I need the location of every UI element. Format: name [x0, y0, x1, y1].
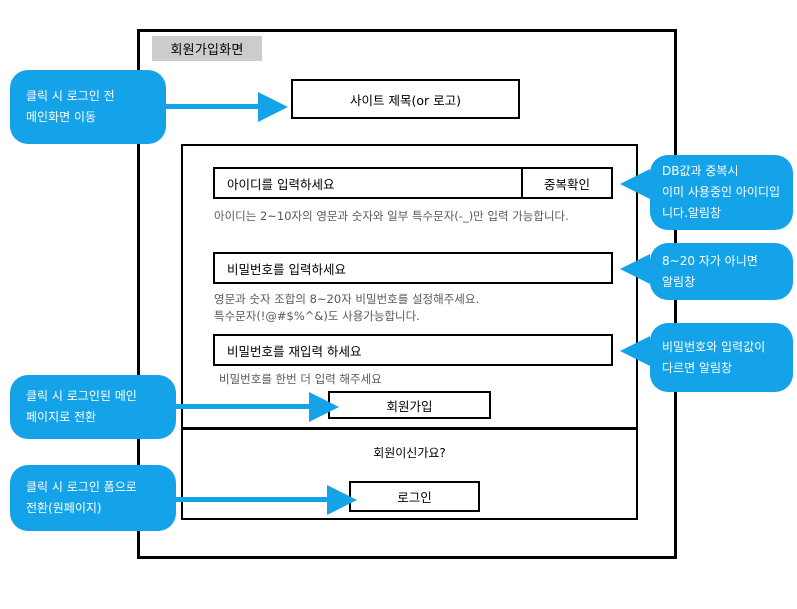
password-confirm-input[interactable]: 비밀번호를 재입력 하세요	[213, 334, 613, 366]
annotation-duplicate-id-alert: DB값과 중복시 이미 사용중인 아이디입 니다.알림창	[650, 155, 793, 230]
password-confirm-helper-text: 비밀번호를 한번 더 입력 해주세요	[219, 372, 382, 386]
arrow-line-to-login	[176, 497, 331, 502]
annotation-password-length-alert: 8~20 자가 아니면 알림창	[650, 243, 793, 300]
id-helper-text: 아이디는 2~10자의 영문과 숫자와 일부 특수문자(-_)만 입력 가능합니…	[214, 209, 569, 223]
password-input[interactable]: 비밀번호를 입력하세요	[213, 252, 613, 284]
screen-title-label: 회원가입화면	[152, 36, 262, 61]
form-panel	[181, 144, 638, 520]
arrow-line-to-site-title	[166, 104, 261, 109]
site-title-box[interactable]: 사이트 제목(or 로고)	[291, 79, 520, 119]
arrow-head-to-duplicate-check-icon	[620, 169, 650, 199]
annotation-password-mismatch-alert: 비밀번호와 입력값이 다르면 알림창	[650, 323, 793, 392]
arrow-head-to-login-icon	[327, 485, 357, 515]
annotation-to-main-before-login: 클릭 시 로그인 전 메인화면 이동	[10, 70, 166, 144]
duplicate-check-button[interactable]: 중복확인	[521, 167, 613, 199]
arrow-head-to-password-confirm-icon	[620, 336, 650, 366]
arrow-line-to-signup	[176, 404, 313, 409]
arrow-head-to-password-icon	[620, 254, 650, 284]
arrow-head-to-signup-icon	[309, 392, 339, 422]
member-question-text: 회원이신가요?	[373, 446, 446, 460]
arrow-head-to-site-title-icon	[258, 92, 288, 122]
annotation-to-logged-in-main: 클릭 시 로그인된 메인 페이지로 전환	[10, 375, 176, 439]
login-button[interactable]: 로그인	[349, 481, 480, 512]
password-helper-line1: 영문과 숫자 조합의 8~20자 비밀번호를 설정해주세요.	[214, 292, 480, 306]
password-helper-text: 영문과 숫자 조합의 8~20자 비밀번호를 설정해주세요. 특수문자(!@#$…	[214, 291, 479, 325]
id-input[interactable]: 아이디를 입력하세요	[213, 167, 523, 199]
annotation-to-login-form: 클릭 시 로그인 폼으로 전환(원페이지)	[10, 465, 176, 531]
panel-divider	[181, 427, 638, 430]
password-helper-line2: 특수문자(!@#$%^&)도 사용가능합니다.	[214, 309, 420, 323]
signup-button[interactable]: 회원가입	[328, 391, 491, 419]
